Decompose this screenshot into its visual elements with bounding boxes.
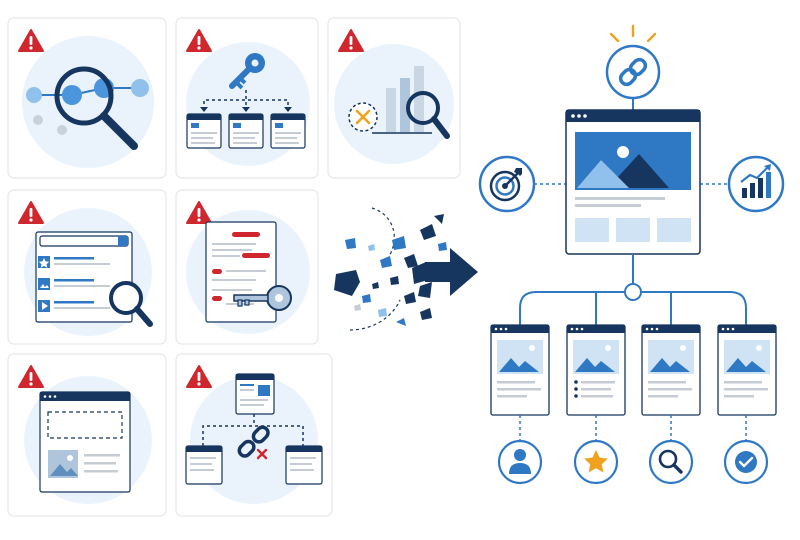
child-page xyxy=(717,324,777,416)
problem-card-analytics xyxy=(327,17,461,179)
transition-arrow xyxy=(334,207,478,331)
analytics-search-icon xyxy=(348,66,450,139)
keyword-document-icon xyxy=(205,221,292,323)
star-icon xyxy=(584,450,608,473)
child-page xyxy=(566,324,626,416)
problem-card-keyword-structure xyxy=(175,17,319,179)
search-results-icon xyxy=(35,231,153,327)
target-icon xyxy=(489,168,522,202)
main-page-window xyxy=(565,109,701,255)
arrow-right-icon xyxy=(425,248,478,296)
link-icon xyxy=(618,57,648,87)
search-icon xyxy=(658,449,683,474)
hierarchy-connectors xyxy=(519,254,747,325)
magnifier-network-icon xyxy=(26,66,149,150)
problem-card-search-results xyxy=(7,189,167,345)
bottom-connectors xyxy=(519,415,747,440)
problem-card-thin-content xyxy=(7,353,167,517)
problem-cards-grid xyxy=(7,17,461,517)
problem-card-keyword-stuffing xyxy=(175,189,319,345)
user-icon xyxy=(509,449,531,474)
problem-card-keyword-research xyxy=(7,17,167,179)
site-structure-solution xyxy=(478,24,785,485)
key-hierarchy-icon xyxy=(186,53,306,149)
growth-chart-icon xyxy=(740,164,771,198)
child-page xyxy=(490,324,550,416)
broken-link-icon xyxy=(185,373,323,485)
check-icon xyxy=(735,451,757,473)
child-page xyxy=(641,324,701,416)
problem-card-broken-links xyxy=(175,353,333,517)
empty-page-icon xyxy=(39,391,131,493)
spark-lines xyxy=(609,24,657,43)
